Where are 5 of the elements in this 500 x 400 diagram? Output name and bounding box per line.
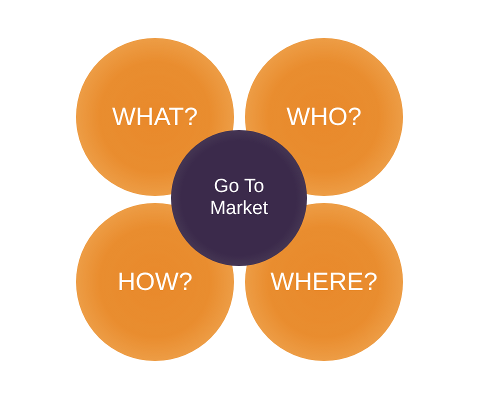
center-label: Go To Market	[208, 176, 270, 220]
node-label: WHERE?	[270, 268, 378, 296]
node-label: WHAT?	[112, 102, 198, 132]
node-label: HOW?	[118, 268, 192, 296]
node-label: WHO?	[286, 102, 362, 132]
